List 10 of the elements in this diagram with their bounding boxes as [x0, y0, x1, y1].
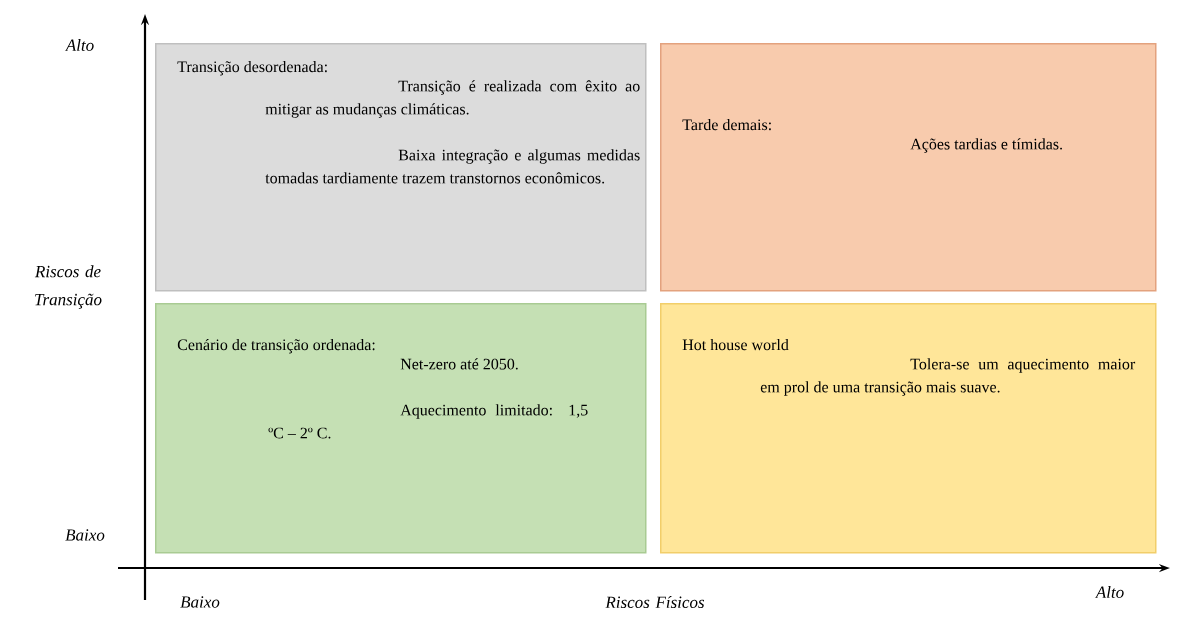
quadrant-box: Cenário de transição ordenada: Net-zero até 2050. Aquecimento limitado: 1,5 ºC – 2º C.: [155, 303, 647, 554]
axis-label: Alto: [1094, 586, 1124, 598]
quadrant-box: Tarde demais: Ações tardias e tímidas.: [660, 43, 1157, 292]
axis-label: Baixo: [180, 596, 220, 608]
quadrant-box: Hot house world Tolera-se um aquecimento maior em prol de uma transição mais suave.: [660, 303, 1157, 554]
quadrant-box: Transição desordenada: Transição é realizada com êxito ao mitigar as mudanças climáticas. Baixa integração e algumas medidas tomadas tardiamente trazem transtornos econômicos.: [155, 43, 647, 292]
axis-label: Alto: [64, 39, 94, 51]
axis-label: Baixo: [65, 529, 105, 541]
axis-label: Riscos Físicos: [605, 596, 705, 608]
axis-label: Riscos de Transição: [34, 265, 102, 309]
